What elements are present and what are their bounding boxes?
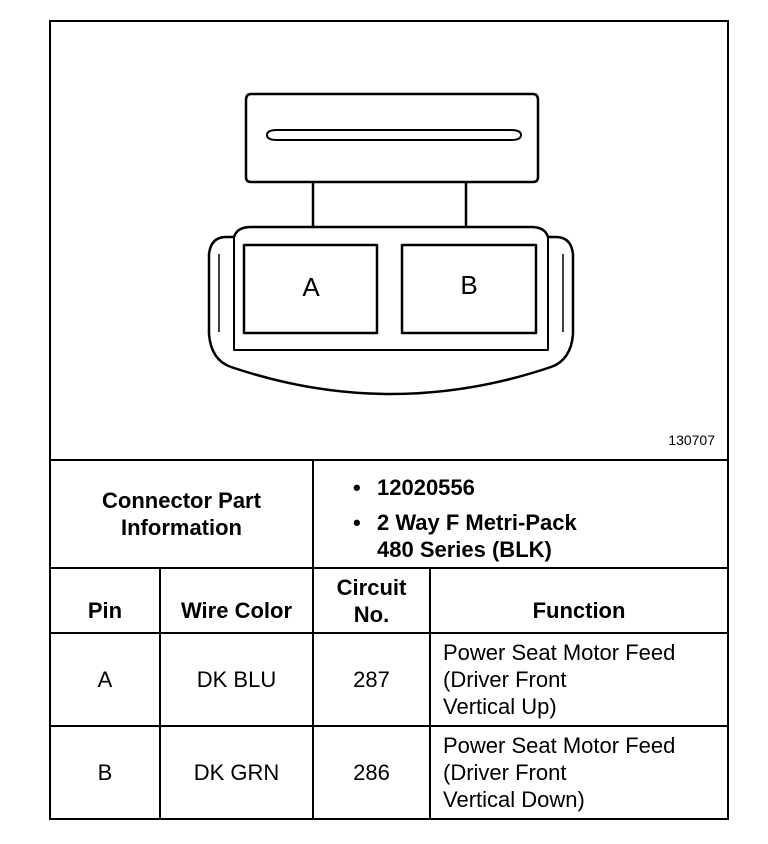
function-line: Power Seat Motor Feed	[443, 640, 676, 665]
row-b-function: Power Seat Motor Feed (Driver Front Vert…	[431, 727, 727, 818]
latch-slot	[266, 129, 522, 141]
part-info-values: 12020556 2 Way F Metri-Pack 480 Series (…	[351, 474, 577, 563]
header-circuit-line2: No.	[353, 601, 390, 627]
connector-latch	[244, 92, 540, 184]
cavity-a-label: A	[302, 272, 320, 302]
row-b-pin: B	[97, 759, 113, 785]
divider	[51, 725, 727, 727]
figure-id: 130707	[668, 432, 715, 448]
header-wire-color: Wire Color	[180, 598, 293, 623]
row-a-pin: A	[97, 666, 113, 692]
row-b-circuit: 286	[353, 759, 390, 785]
function-line: Vertical Up)	[443, 694, 557, 719]
cavity-b-label: B	[460, 270, 477, 300]
header-function: Function	[532, 598, 626, 623]
divider	[51, 459, 727, 461]
connector-info-sheet: A B 130707 Connector Part Information 12…	[49, 20, 729, 820]
row-b-wire-color: DK GRN	[193, 759, 280, 785]
row-a-circuit: 287	[353, 666, 390, 692]
connector-body	[207, 225, 575, 396]
part-number: 12020556	[351, 474, 577, 501]
divider	[51, 567, 727, 569]
function-line: (Driver Front	[443, 760, 567, 785]
cavity-a	[242, 243, 379, 335]
divider	[429, 567, 431, 820]
divider	[159, 567, 161, 820]
part-info-label-line2: Information	[121, 515, 242, 540]
function-line: Power Seat Motor Feed	[443, 733, 676, 758]
function-line: (Driver Front	[443, 667, 567, 692]
part-info-label: Connector Part Information	[51, 461, 312, 567]
cavity-b	[400, 243, 538, 335]
row-a-function: Power Seat Motor Feed (Driver Front Vert…	[431, 634, 727, 725]
function-line: Vertical Down)	[443, 787, 585, 812]
connector-diagram: A B	[207, 92, 575, 396]
part-desc-line1: 2 Way F Metri-Pack	[351, 509, 577, 536]
part-info-label-line1: Connector Part	[102, 488, 261, 513]
header-circuit-line1: Circuit	[336, 574, 407, 600]
divider	[312, 459, 314, 567]
header-circuit: Circuit No.	[314, 569, 429, 632]
row-a-wire-color: DK BLU	[196, 666, 277, 692]
divider	[51, 632, 727, 634]
divider	[312, 567, 314, 820]
header-pin: Pin	[87, 598, 123, 623]
part-desc-line2: 480 Series (BLK)	[377, 537, 552, 562]
